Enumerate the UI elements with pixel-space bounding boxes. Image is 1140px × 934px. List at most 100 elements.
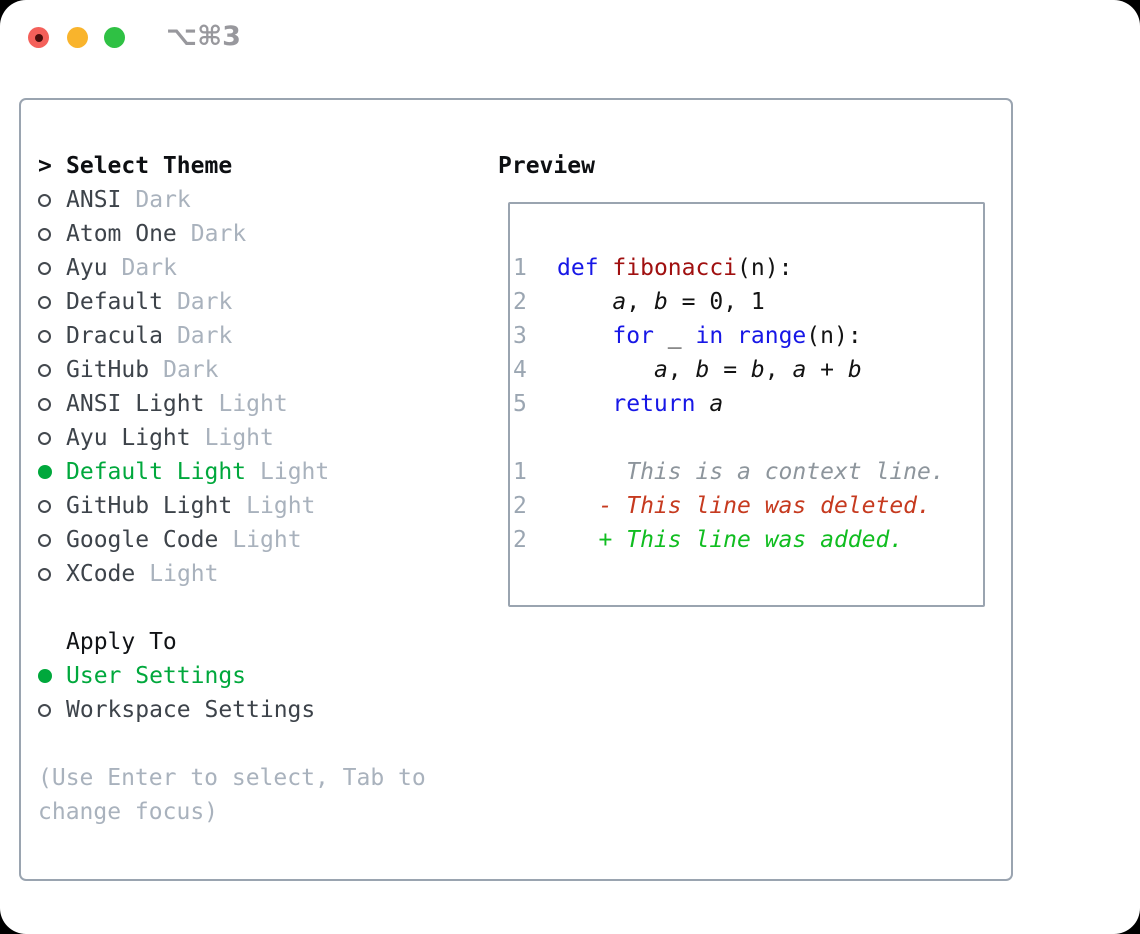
radio-circle-icon (38, 533, 51, 547)
theme-variant: Dark (135, 187, 191, 213)
code-token: in (695, 323, 724, 349)
line-number: 2 (513, 493, 527, 519)
radio-unselected-icon (38, 261, 66, 275)
zoom-button[interactable] (104, 27, 125, 48)
theme-list-title: Select Theme (66, 153, 233, 179)
radio-unselected-icon (38, 499, 66, 513)
code-token: b (653, 289, 668, 315)
theme-name: Google Code (66, 527, 219, 553)
radio-unselected-icon (38, 295, 66, 309)
code-token: return (612, 391, 696, 417)
line-number: 4 (513, 357, 527, 383)
radio-unselected-icon (38, 703, 66, 717)
line-number: 3 (513, 323, 527, 349)
preview-line: 2 a, b = 0, 1 (513, 285, 983, 319)
line-number: 2 (513, 289, 527, 315)
theme-option-atom-one[interactable]: Atom One Dark (38, 217, 426, 251)
radio-circle-icon (38, 567, 51, 581)
preview-heading: Preview (498, 153, 595, 179)
apply-option-user-settings[interactable]: User Settings (38, 659, 426, 693)
line-number: 5 (513, 391, 527, 417)
apply-to-title: Apply To (66, 629, 177, 655)
code-token: + (806, 357, 848, 383)
keyboard-hint-line: (Use Enter to select, Tab to (38, 765, 426, 791)
theme-name: ANSI Light (66, 391, 205, 417)
code-token: b (750, 357, 765, 383)
code-token (723, 323, 737, 349)
close-dot-icon (35, 34, 43, 42)
radio-unselected-icon (38, 567, 66, 581)
theme-name: Atom One (66, 221, 177, 247)
theme-variant: Light (232, 527, 302, 553)
theme-option-dracula[interactable]: Dracula Dark (38, 319, 426, 353)
radio-selected-icon (38, 465, 66, 479)
code-token: a (709, 391, 724, 417)
theme-option-google-code[interactable]: Google Code Light (38, 523, 426, 557)
code-token: , (764, 357, 793, 383)
line-number: 1 (513, 255, 527, 281)
radio-circle-icon (38, 295, 51, 309)
radio-unselected-icon (38, 397, 66, 411)
radio-unselected-icon (38, 363, 66, 377)
preview-line (513, 217, 983, 251)
radio-circle-icon (38, 261, 51, 275)
theme-name: Ayu (66, 255, 108, 281)
apply-to-header: Apply To (38, 625, 426, 659)
radio-circle-icon (38, 703, 51, 717)
code-token: _ (653, 323, 696, 349)
code-token: , (626, 289, 654, 315)
code-token (599, 255, 613, 281)
close-button[interactable] (28, 27, 49, 48)
apply-option-name: User Settings (66, 663, 247, 689)
theme-name: GitHub Light (66, 493, 233, 519)
theme-list-header: > Select Theme (38, 149, 426, 183)
code-token: (n): (806, 323, 862, 349)
radio-circle-icon (38, 193, 51, 207)
line-number: 1 (513, 459, 527, 485)
preview-line: 4 a, b = b, a + b (513, 353, 983, 387)
radio-circle-icon (38, 465, 52, 479)
theme-option-github-light[interactable]: GitHub Light Light (38, 489, 426, 523)
code-token: def (557, 255, 599, 281)
preview-line: 2 - This line was deleted. (513, 489, 983, 523)
theme-name: Default Light (66, 459, 247, 485)
preview-line: 3 for _ in range(n): (513, 319, 983, 353)
preview-line: 1 This is a context line. (513, 455, 983, 489)
minimize-button[interactable] (67, 27, 88, 48)
code-token (557, 289, 612, 315)
radio-unselected-icon (38, 193, 66, 207)
apply-option-workspace-settings[interactable]: Workspace Settings (38, 693, 426, 727)
code-token: - This line was deleted. (557, 493, 931, 519)
theme-variant: Dark (176, 289, 233, 315)
code-token (557, 323, 612, 349)
theme-variant: Dark (190, 221, 247, 247)
radio-circle-icon (38, 329, 51, 343)
code-token (557, 391, 612, 417)
theme-variant: Dark (176, 323, 233, 349)
theme-variant: Light (246, 493, 316, 519)
code-token: a (653, 357, 668, 383)
code-token: b (695, 357, 710, 383)
code-token: = 0, 1 (667, 289, 765, 315)
theme-name: Dracula (66, 323, 163, 349)
code-token: (n): (737, 255, 793, 281)
code-token: range (737, 323, 807, 349)
radio-circle-icon (38, 499, 51, 513)
